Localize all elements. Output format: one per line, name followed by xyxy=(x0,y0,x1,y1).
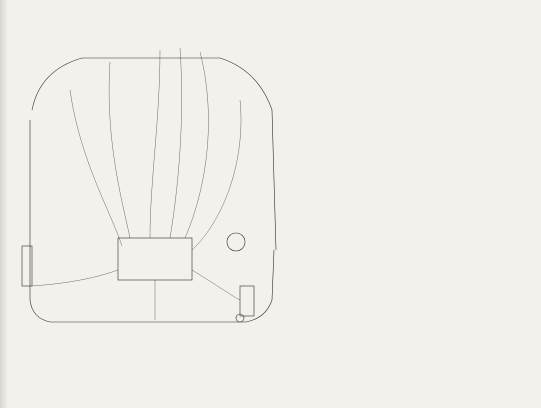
harness-bundle-b xyxy=(169,47,182,239)
harness-lower-right xyxy=(191,269,241,301)
vehicle-outline-lower xyxy=(29,120,275,323)
legend-column-left xyxy=(290,92,410,378)
harness-bundle-f xyxy=(191,99,242,251)
wiring-diagram-drawing xyxy=(21,47,277,323)
top-notes-block xyxy=(332,6,538,40)
terminal-strip-left xyxy=(21,245,33,287)
harness-bundle-e xyxy=(69,89,123,247)
harness-bundle-c xyxy=(184,51,209,239)
legend-column-right xyxy=(414,92,534,378)
connector-ring-right xyxy=(226,232,246,252)
connector-ring-lower xyxy=(235,313,245,323)
harness-bundle-d xyxy=(108,61,131,239)
legend-panel xyxy=(290,80,536,380)
harness-bundle-a xyxy=(149,49,161,239)
harness-lower-left xyxy=(31,269,119,287)
vehicle-outline-upper xyxy=(31,57,277,251)
terminal-strip-right xyxy=(239,285,255,317)
legend-title xyxy=(290,80,536,88)
scan-edge-left xyxy=(0,0,8,408)
wiring-diagram xyxy=(10,0,288,392)
fuse-box-outline xyxy=(117,237,193,281)
page-footer xyxy=(0,398,541,408)
